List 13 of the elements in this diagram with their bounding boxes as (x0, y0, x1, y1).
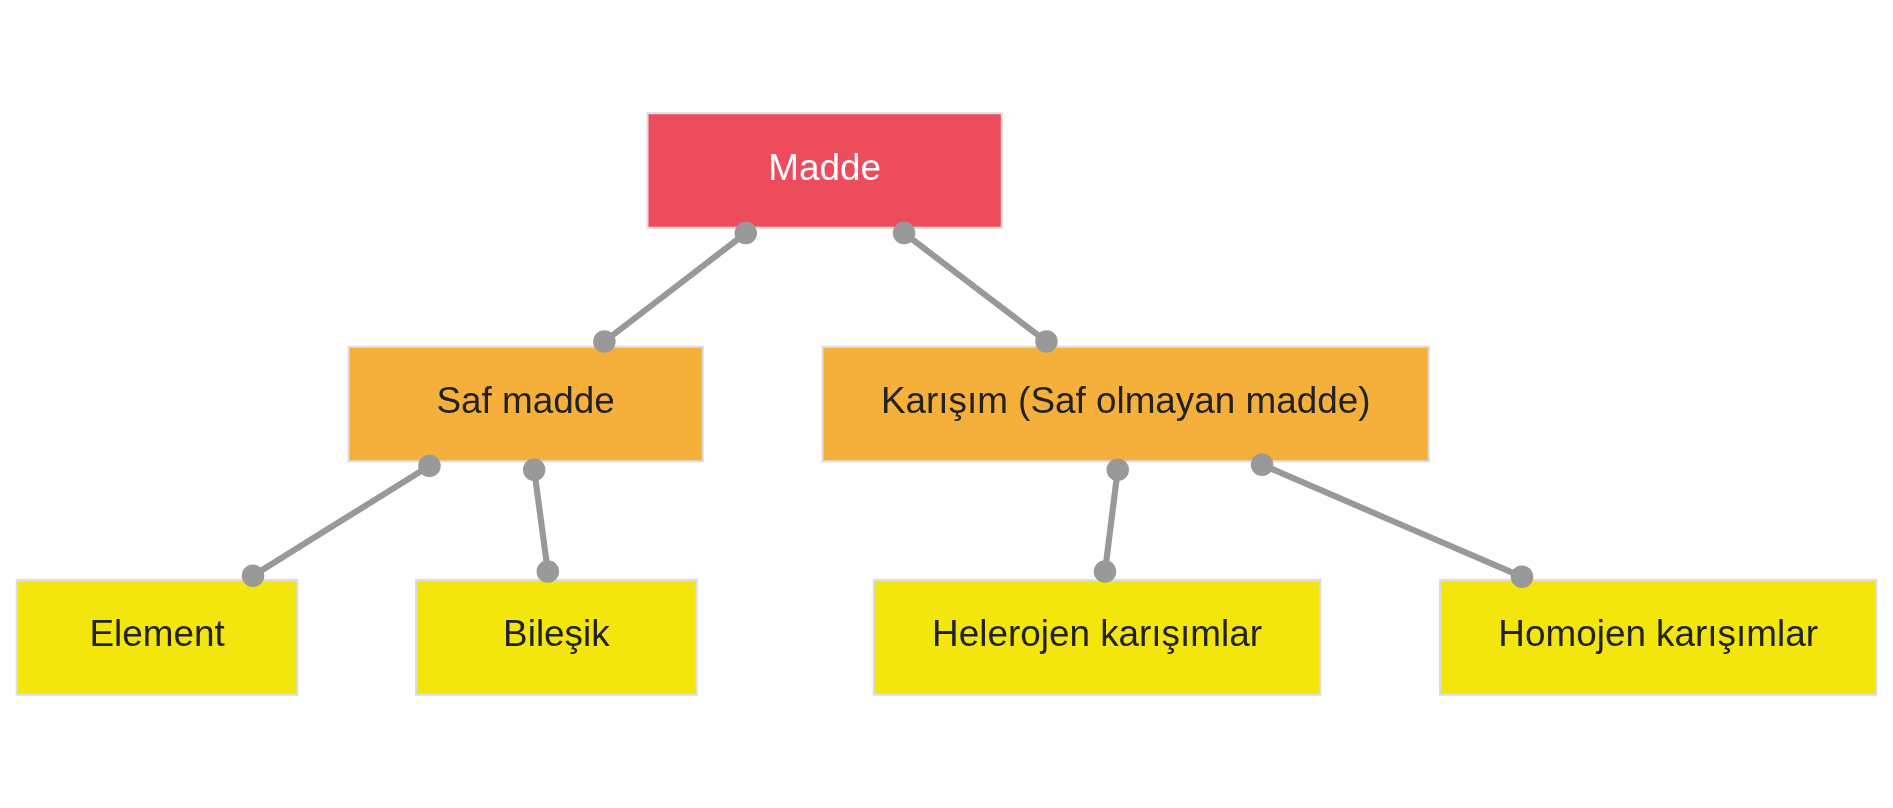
connector (1250, 453, 1534, 589)
node-box: Homojen karışımlar (1439, 579, 1878, 696)
connector (522, 458, 560, 583)
connector (241, 454, 441, 587)
connector (892, 221, 1058, 353)
node-box: Karışım (Saf olmayan madde) (821, 345, 1430, 463)
node-box: Bileşik (415, 579, 698, 696)
node-box: Madde (646, 112, 1003, 229)
connector (593, 221, 758, 353)
node-box: Helerojen karışımlar (872, 579, 1322, 696)
node-box: Element (15, 579, 299, 696)
node-box: Saf madde (347, 345, 704, 463)
connector (1093, 458, 1129, 583)
